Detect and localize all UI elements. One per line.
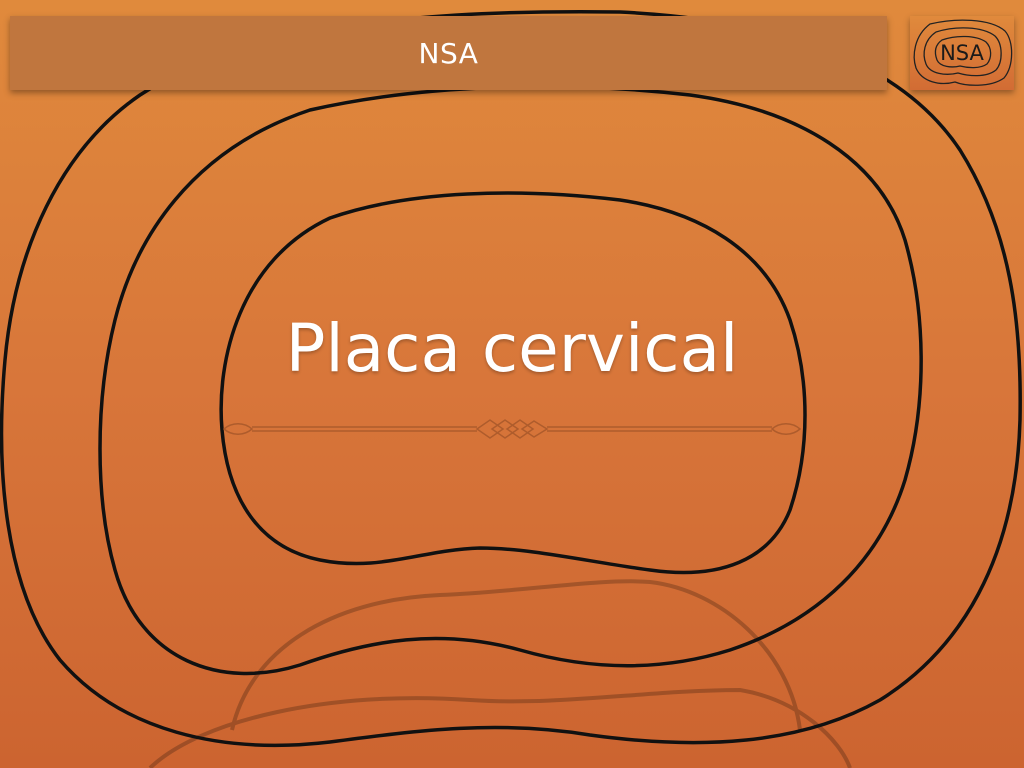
header-title: NSA: [418, 36, 479, 70]
ornamental-divider: [222, 419, 802, 439]
nsa-contour-logo-icon: [913, 19, 1013, 86]
inner-contour-ring: [219, 191, 807, 575]
header-bar: NSA: [10, 16, 887, 90]
middle-contour-ring: [98, 84, 923, 676]
logo-text: NSA: [940, 41, 984, 65]
slide-title: Placa cervical: [285, 310, 739, 387]
nsa-logo: NSA: [910, 16, 1014, 90]
